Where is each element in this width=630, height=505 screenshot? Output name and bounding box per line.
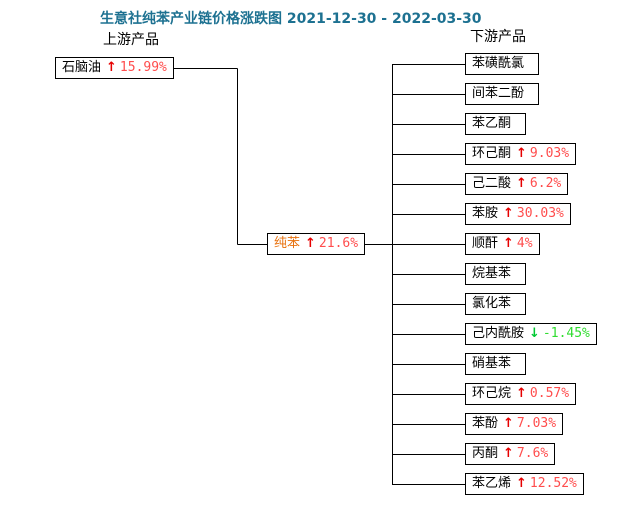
price-change: ↑21.6%	[300, 236, 358, 251]
product-name: 己二酸	[472, 176, 512, 191]
price-change: ↑15.99%	[101, 60, 167, 75]
upstream-product-box: 石脑油↑15.99%	[55, 57, 174, 79]
price-change	[511, 356, 519, 371]
change-percent: 4%	[516, 236, 533, 251]
change-percent: 0.57%	[529, 386, 570, 401]
diagram-title: 生意社纯苯产业链价格涨跌图 2021-12-30 - 2022-03-30	[100, 11, 482, 27]
price-change: ↑0.57%	[511, 386, 569, 401]
product-name: 烷基苯	[472, 266, 512, 281]
change-arrow-icon: ↑	[516, 386, 527, 401]
price-change: ↑30.03%	[498, 206, 564, 221]
downstream-product-box: 苯乙酮	[465, 113, 527, 135]
product-name: 环己烷	[472, 386, 512, 401]
product-name: 环己酮	[472, 146, 512, 161]
change-percent: 7.03%	[516, 416, 557, 431]
downstream-product-box: 苯胺↑30.03%	[465, 203, 571, 225]
upstream-header: 上游产品	[103, 32, 159, 48]
price-change: ↑6.2%	[511, 176, 561, 191]
change-arrow-icon: ↑	[516, 476, 527, 491]
price-change: ↑7.6%	[498, 446, 548, 461]
downstream-product-box: 烷基苯	[465, 263, 527, 285]
downstream-product-box: 己内酰胺↓-1.45%	[465, 323, 597, 345]
price-change	[511, 296, 519, 311]
price-change	[511, 116, 519, 131]
downstream-header: 下游产品	[470, 29, 526, 45]
product-name: 顺酐	[472, 236, 499, 251]
change-percent: 21.6%	[318, 236, 359, 251]
price-change: ↑4%	[498, 236, 533, 251]
product-name: 苯乙酮	[472, 116, 512, 131]
downstream-product-box: 间苯二酚	[465, 83, 540, 105]
price-change: ↑12.52%	[511, 476, 577, 491]
downstream-product-box: 丙酮↑7.6%	[465, 443, 556, 465]
downstream-product-box: 顺酐↑4%	[465, 233, 540, 255]
product-name: 间苯二酚	[472, 86, 525, 101]
downstream-product-box: 苯乙烯↑12.52%	[465, 473, 584, 495]
downstream-product-box: 硝基苯	[465, 353, 527, 375]
change-percent: 7.6%	[516, 446, 549, 461]
change-percent: 6.2%	[529, 176, 562, 191]
product-name: 己内酰胺	[472, 326, 525, 341]
change-percent: 12.52%	[529, 476, 577, 491]
product-name: 苯胺	[472, 206, 499, 221]
price-change: ↑9.03%	[511, 146, 569, 161]
product-name: 丙酮	[472, 446, 499, 461]
product-name: 苯乙烯	[472, 476, 512, 491]
up-arrow-icon: ↑	[305, 236, 316, 251]
downstream-product-box: 苯酚↑7.03%	[465, 413, 564, 435]
product-name: 石脑油	[62, 60, 102, 75]
change-percent: -1.45%	[542, 326, 590, 341]
product-name: 苯磺酰氯	[472, 56, 525, 71]
product-name: 纯苯	[274, 236, 301, 251]
down-arrow-icon: ↓	[529, 326, 540, 341]
product-name: 硝基苯	[472, 356, 512, 371]
up-arrow-icon: ↑	[106, 60, 117, 75]
downstream-product-box: 己二酸↑6.2%	[465, 173, 569, 195]
price-change	[511, 266, 519, 281]
change-percent: 30.03%	[516, 206, 564, 221]
change-arrow-icon: ↑	[516, 146, 527, 161]
price-change: ↓-1.45%	[524, 326, 590, 341]
change-percent: 9.03%	[529, 146, 570, 161]
product-name: 苯酚	[472, 416, 499, 431]
downstream-product-box: 氯化苯	[465, 293, 527, 315]
center-product-box: 纯苯↑21.6%	[267, 233, 366, 255]
change-percent: 15.99%	[119, 60, 167, 75]
price-change: ↑7.03%	[498, 416, 556, 431]
downstream-product-box: 环己烷↑0.57%	[465, 383, 577, 405]
change-arrow-icon: ↑	[503, 446, 514, 461]
change-arrow-icon: ↑	[503, 206, 514, 221]
change-arrow-icon: ↑	[503, 236, 514, 251]
change-arrow-icon: ↑	[503, 416, 514, 431]
product-name: 氯化苯	[472, 296, 512, 311]
downstream-product-box: 环己酮↑9.03%	[465, 143, 577, 165]
downstream-product-box: 苯磺酰氯	[465, 53, 540, 75]
price-change	[524, 56, 532, 71]
price-change	[524, 86, 532, 101]
change-arrow-icon: ↑	[516, 176, 527, 191]
